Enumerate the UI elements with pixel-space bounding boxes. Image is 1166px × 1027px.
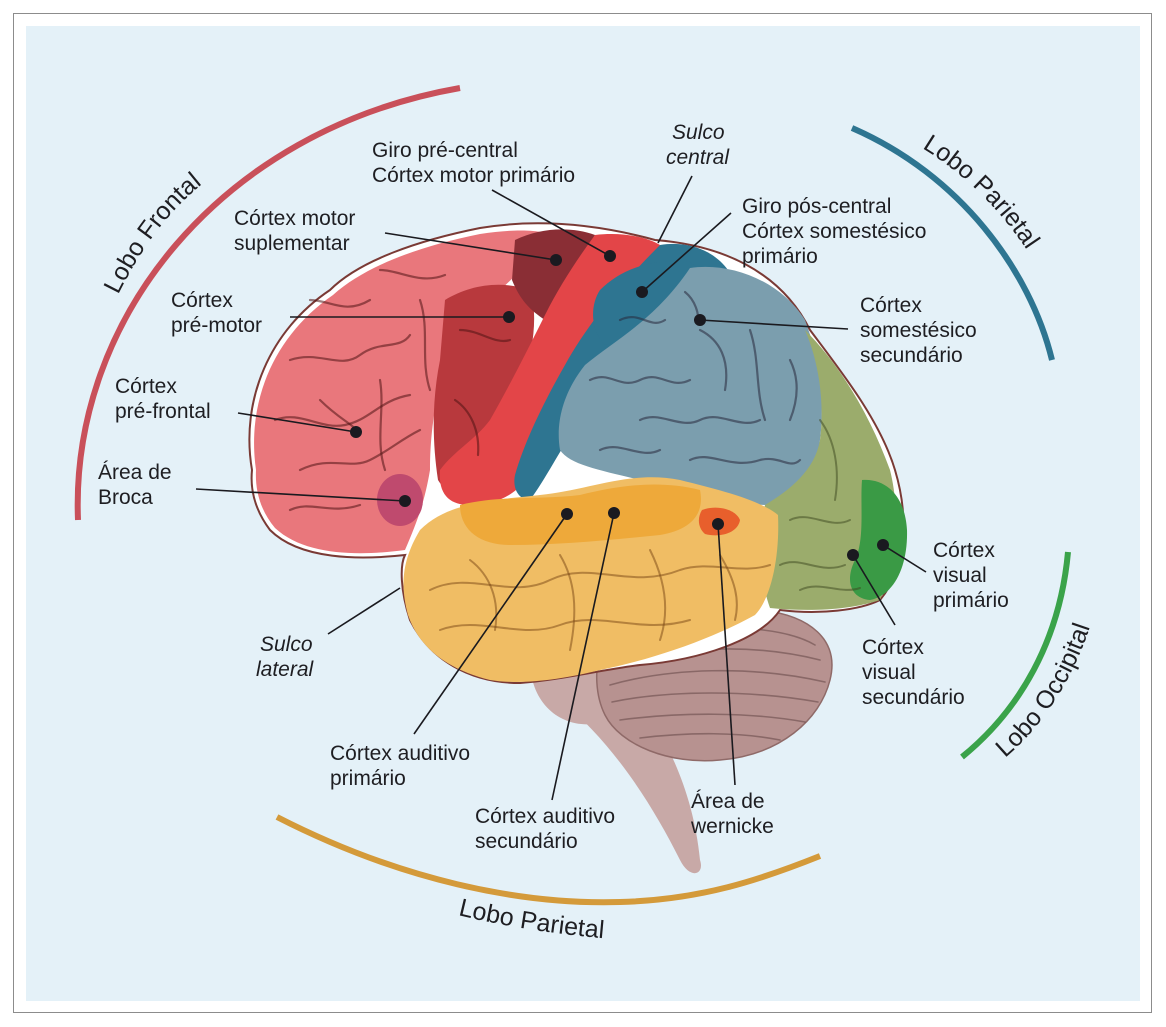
label-line: somestésico	[860, 319, 977, 342]
leader-sulco-lateral	[327, 587, 401, 635]
label-auditivo-secundario: Córtex auditivo secundário	[475, 805, 615, 853]
leader-auditivo-primario	[413, 508, 573, 735]
label-giro-pre-central: Giro pré-central Córtex motor primário	[372, 139, 575, 187]
label-line: pré-motor	[171, 314, 262, 337]
bottom-lobe-arc	[275, 814, 822, 906]
parietal-lobe-arc	[850, 125, 1055, 361]
label-line: Córtex auditivo	[475, 805, 615, 828]
occipital-gyri	[779, 419, 861, 591]
lobe-label-parietal: Lobo Parietal	[919, 129, 1045, 253]
label-line: Sulco	[260, 633, 313, 656]
label-broca: Área de Broca	[98, 461, 172, 509]
label-giro-pos-central: Giro pós-central Córtex somestésico prim…	[742, 195, 926, 268]
label-line: central	[666, 146, 730, 169]
label-visual-secundario: Córtex visual secundário	[862, 636, 965, 709]
label-auditivo-primario: Córtex auditivo primário	[330, 742, 470, 790]
label-line: Córtex	[115, 375, 177, 398]
leader-motor-suplementar	[384, 232, 562, 266]
leader-visual-secundario	[847, 549, 896, 626]
region-secondary-somatosensory	[558, 266, 822, 505]
label-line: secundário	[475, 830, 578, 853]
leader-somestesico-secundario	[694, 314, 849, 330]
leader-pre-motor	[290, 311, 515, 323]
label-line: primário	[330, 767, 406, 790]
region-premotor	[433, 284, 535, 500]
label-line: Córtex auditivo	[330, 742, 470, 765]
label-line: Sulco	[672, 121, 725, 144]
label-line: Córtex motor	[234, 207, 355, 230]
leader-wernicke	[712, 518, 736, 786]
leader-giro-pos-central	[636, 212, 732, 298]
label-line: Área de	[98, 461, 172, 484]
label-line: visual	[862, 661, 916, 684]
label-line: Área de	[691, 790, 765, 813]
region-primary-auditory	[460, 484, 701, 545]
parietal-gyri	[588, 290, 802, 465]
leader-sulco-central	[657, 175, 693, 244]
region-prefrontal	[254, 230, 561, 554]
label-line: Córtex	[171, 289, 233, 312]
label-motor-suplementar: Córtex motor suplementar	[234, 207, 355, 255]
label-line: primário	[933, 589, 1009, 612]
label-line: Córtex somestésico	[742, 220, 926, 243]
leader-auditivo-secundario	[551, 507, 620, 801]
label-line: lateral	[256, 658, 315, 681]
lobe-label-occipital: Lobo Occipital	[990, 620, 1095, 763]
label-pre-frontal: Córtex pré-frontal	[115, 375, 211, 423]
label-line: wernicke	[690, 815, 774, 838]
label-sulco-lateral: Sulco lateral	[256, 633, 315, 681]
label-line: Córtex	[862, 636, 924, 659]
label-line: pré-frontal	[115, 400, 211, 423]
label-wernicke: Área de wernicke	[690, 790, 774, 838]
label-line: Córtex	[933, 539, 995, 562]
label-line: Giro pós-central	[742, 195, 891, 218]
label-line: suplementar	[234, 232, 350, 255]
frontal-lobe-arc	[74, 85, 461, 521]
leader-pre-frontal	[237, 412, 362, 438]
label-pre-motor: Córtex pré-motor	[171, 289, 262, 337]
leader-broca	[195, 488, 411, 507]
label-line: Giro pré-central	[372, 139, 518, 162]
label-line: secundário	[860, 344, 963, 367]
region-primary-somatosensory-top	[593, 261, 703, 345]
label-line: visual	[933, 564, 987, 587]
label-line: Córtex	[860, 294, 922, 317]
region-visual-primary	[850, 479, 908, 600]
label-line: primário	[742, 245, 818, 268]
label-line: Broca	[98, 486, 153, 509]
leader-visual-primario	[877, 539, 927, 573]
label-visual-primario: Córtex visual primário	[933, 539, 1009, 612]
label-line: secundário	[862, 686, 965, 709]
label-sulco-central: Sulco central	[666, 121, 730, 169]
occipital-lobe-arc	[960, 551, 1071, 760]
label-somestesico-secundario: Córtex somestésico secundário	[860, 294, 977, 367]
label-line: Córtex motor primário	[372, 164, 575, 187]
leader-giro-pre-central	[491, 189, 616, 262]
region-supplementary-motor	[512, 229, 595, 320]
